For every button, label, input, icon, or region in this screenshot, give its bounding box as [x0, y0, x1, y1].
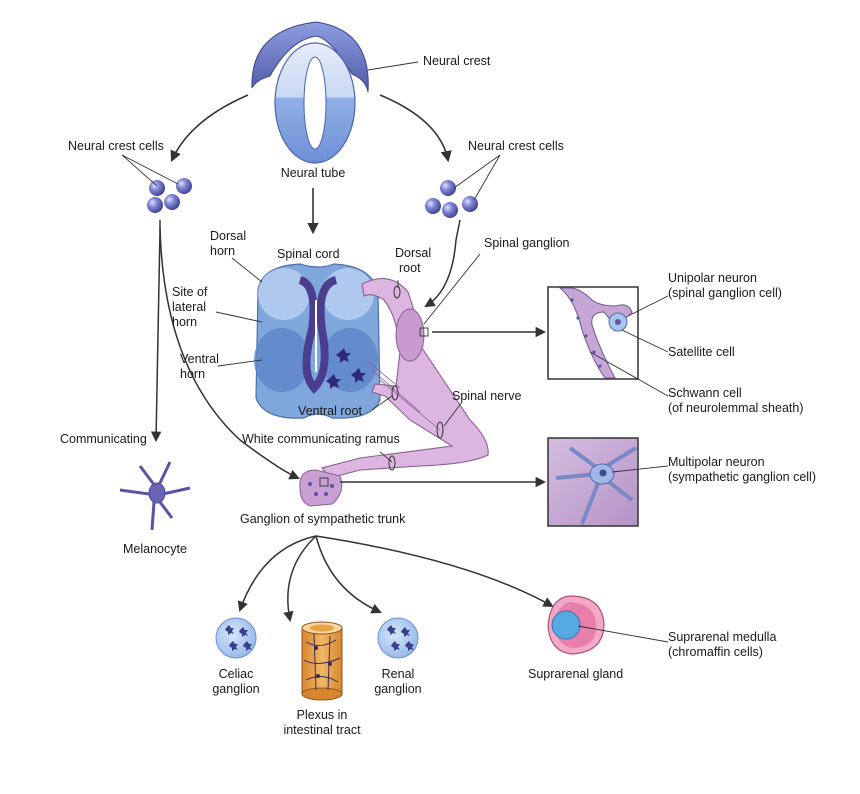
lateral-horn-leader — [215, 311, 263, 323]
label-multipolar-2: (sympathetic ganglion cell) — [668, 470, 816, 484]
label-spinal-ganglion: Spinal ganglion — [484, 236, 570, 250]
renal-ganglion — [377, 617, 419, 659]
multipolar-inset — [547, 437, 639, 527]
spinal-cord — [254, 263, 381, 419]
spinal-nerve-leader — [443, 401, 463, 427]
label-site-lateral-1: Site of — [172, 285, 208, 299]
label-ventral-horn-1: Ventral — [180, 352, 219, 366]
label-suprarenal-gland: Suprarenal gland — [528, 667, 624, 681]
multipolar-leader — [611, 465, 669, 473]
label-unipolar-1: Unipolar neuron — [668, 271, 757, 285]
label-neural-crest: Neural crest — [423, 54, 491, 68]
label-suprarenal-medulla-2: (chromaffin cells) — [668, 645, 763, 659]
intestinal-plexus — [301, 621, 343, 701]
suprarenal-medulla-leader — [577, 625, 669, 643]
label-white-ramus: White communicating ramus — [242, 432, 400, 446]
suprarenal-gland-shape — [547, 595, 605, 655]
label-ganglion-sympathetic: Ganglion of sympathetic trunk — [240, 512, 406, 526]
label-communicating: Communicating — [60, 432, 147, 446]
label-neural-crest-cells-right: Neural crest cells — [468, 139, 564, 153]
unipolar-leader — [627, 295, 669, 317]
celiac-ganglion — [215, 617, 257, 659]
label-plexus-2: intestinal tract — [283, 723, 361, 737]
label-dorsal-root-2: root — [399, 261, 421, 275]
arrow-tube-left — [170, 94, 249, 163]
unipolar-inset — [547, 286, 639, 380]
label-renal-1: Renal — [381, 667, 415, 681]
schwann-leader — [589, 351, 669, 397]
label-melanocyte: Melanocyte — [123, 542, 187, 556]
ventral-horn-leader — [217, 359, 263, 367]
label-dorsal-horn-2: horn — [210, 244, 236, 258]
arrow-to-sympathetic-ganglion — [159, 227, 300, 480]
neural-crest-cells-left — [121, 154, 192, 213]
label-plexus-1: Plexus in — [296, 708, 348, 722]
label-dorsal-root-1: Dorsal — [395, 246, 432, 260]
label-dorsal-horn-1: Dorsal — [210, 229, 247, 243]
neural-crest-cells-right — [425, 154, 501, 218]
label-schwann-1: Schwann cell — [668, 386, 742, 400]
label-schwann-2: (of neurolemmal sheath) — [668, 401, 804, 415]
arrow-to-suprarenal — [315, 535, 554, 608]
melanocyte-cell — [119, 461, 191, 531]
arrow-to-spinal-ganglion — [424, 219, 461, 308]
label-site-lateral-2: lateral — [172, 300, 207, 314]
arrow-tube-right — [379, 94, 452, 163]
label-ventral-root: Ventral root — [298, 404, 362, 418]
neural-crest-leader — [367, 61, 419, 71]
label-spinal-cord: Spinal cord — [277, 247, 340, 261]
ventral-root-leader — [371, 395, 393, 411]
label-ventral-horn-2: horn — [180, 367, 206, 381]
label-renal-2: ganglion — [374, 682, 422, 696]
spinal-ganglion-leader — [423, 253, 481, 325]
label-spinal-nerve: Spinal nerve — [452, 389, 522, 403]
arrow-to-renal — [315, 535, 382, 614]
sympathetic-ganglion — [299, 469, 343, 507]
label-multipolar-1: Multipolar neuron — [668, 455, 765, 469]
spinal-nerve-trunk — [321, 278, 489, 479]
arrow-to-celiac — [237, 535, 317, 612]
satellite-leader — [621, 329, 669, 353]
label-celiac-1: Celiac — [218, 667, 254, 681]
label-neural-tube: Neural tube — [280, 166, 346, 180]
white-ramus-leader — [379, 451, 393, 463]
neural-tube — [251, 21, 369, 164]
label-unipolar-2: (spinal ganglion cell) — [668, 286, 782, 300]
label-suprarenal-medulla-1: Suprarenal medulla — [668, 630, 777, 644]
dorsal-horn-leader — [231, 257, 263, 283]
label-site-lateral-3: horn — [172, 315, 198, 329]
arrow-to-melanocyte — [150, 220, 162, 443]
label-satellite-cell: Satellite cell — [668, 345, 735, 359]
label-celiac-2: ganglion — [212, 682, 260, 696]
label-neural-crest-cells-left: Neural crest cells — [68, 139, 164, 153]
arrow-to-plexus — [283, 535, 317, 623]
